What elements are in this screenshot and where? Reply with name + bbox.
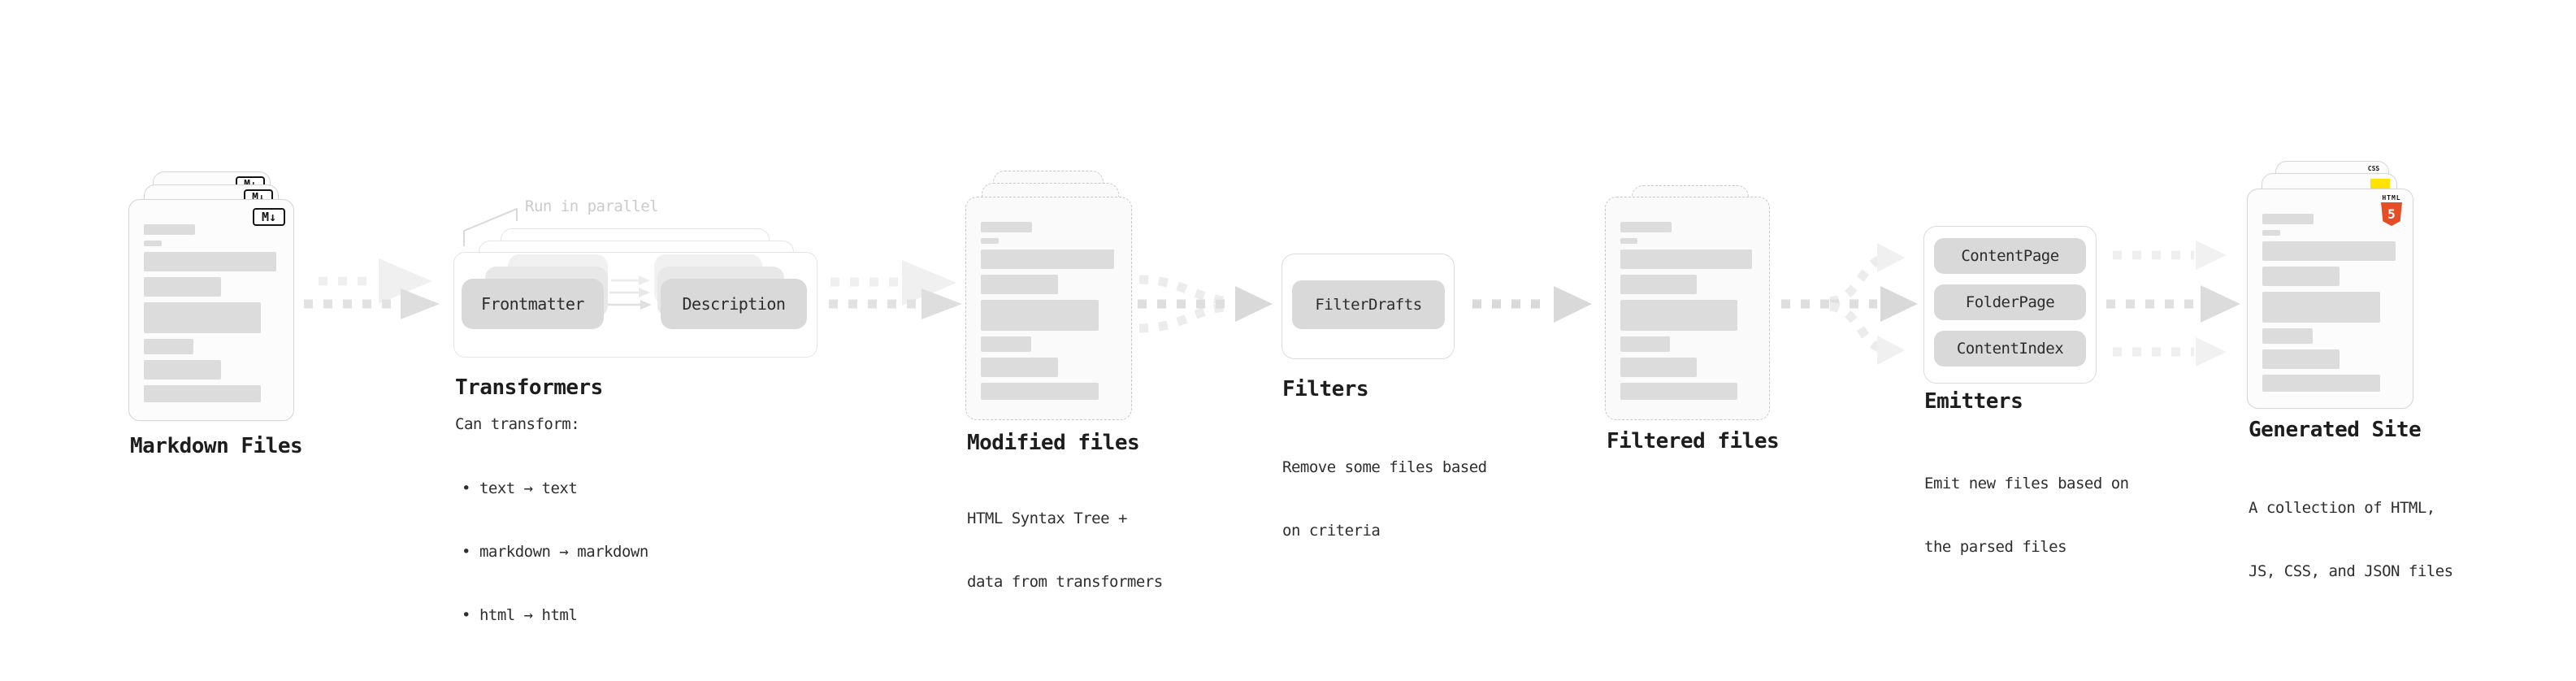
document-placeholder-lines xyxy=(144,224,279,408)
transformers-bullet-list: •text → text •markdown → markdown •html … xyxy=(455,436,648,668)
placeholder-bar xyxy=(981,222,1033,232)
filtered-files-label: Filtered files xyxy=(1607,429,1780,453)
placeholder-bar xyxy=(981,249,1114,269)
document-placeholder-lines xyxy=(2262,214,2398,397)
modified-files-desc: HTML Syntax Tree + data from transformer… xyxy=(967,510,1163,591)
generated-site-desc: A collection of HTML, JS, CSS, and JSON … xyxy=(2249,499,2453,580)
markdown-icon: M↓ xyxy=(253,208,285,226)
placeholder-bar xyxy=(144,385,262,402)
placeholder-bar xyxy=(1620,222,1672,232)
arrow-emitters-to-site xyxy=(2106,241,2240,367)
placeholder-bar xyxy=(2262,230,2280,236)
list-item: •markdown → markdown xyxy=(462,543,648,561)
list-item: •text → text xyxy=(462,479,578,497)
placeholder-bar xyxy=(981,300,1099,331)
contentpage-pill-label: ContentPage xyxy=(1961,247,2059,265)
placeholder-bar xyxy=(144,241,162,246)
placeholder-bar xyxy=(144,252,276,271)
contentindex-pill-label: ContentIndex xyxy=(1956,340,2064,358)
placeholder-bar xyxy=(2262,292,2381,323)
transformers-label: Transformers xyxy=(455,375,603,400)
document-placeholder-lines xyxy=(1620,222,1754,406)
placeholder-bar xyxy=(144,277,221,297)
placeholder-bar xyxy=(144,302,262,333)
placeholder-bar xyxy=(1620,249,1752,269)
filterdrafts-pill: FilterDrafts xyxy=(1292,280,1445,329)
modified-file-card-front xyxy=(965,197,1132,420)
description-pill: Description xyxy=(661,279,807,329)
frontmatter-pill: Frontmatter xyxy=(462,279,604,329)
filters-label: Filters xyxy=(1282,377,1369,401)
emitters-desc: Emit new files based on the parsed files xyxy=(1924,475,2129,556)
folderpage-pill-label: FolderPage xyxy=(1965,293,2055,311)
placeholder-bar xyxy=(981,275,1059,294)
placeholder-bar xyxy=(144,360,221,380)
placeholder-bar xyxy=(1620,300,1737,331)
placeholder-bar xyxy=(981,383,1099,400)
emitters-label: Emitters xyxy=(1924,389,2023,414)
folderpage-pill: FolderPage xyxy=(1934,284,2086,320)
markdown-files-label: Markdown Files xyxy=(130,434,303,458)
transformers-subheading: Can transform: xyxy=(455,415,580,433)
html5-icon: HTML 5 xyxy=(2380,194,2403,226)
placeholder-bar xyxy=(2262,267,2340,286)
arrow-filtered-to-emitters xyxy=(1781,243,1918,365)
placeholder-bar xyxy=(144,224,196,235)
placeholder-bar xyxy=(1620,358,1698,377)
placeholder-bar xyxy=(2262,328,2313,344)
placeholder-bar xyxy=(2262,214,2314,224)
placeholder-bar xyxy=(981,358,1059,377)
frontmatter-pill-label: Frontmatter xyxy=(481,294,584,314)
list-item: •html → html xyxy=(462,606,578,624)
contentpage-pill: ContentPage xyxy=(1934,238,2086,274)
filtered-file-card-front xyxy=(1605,197,1770,420)
placeholder-bar xyxy=(1620,275,1698,294)
js-icon xyxy=(2370,179,2390,189)
placeholder-bar xyxy=(2262,349,2340,369)
filters-desc: Remove some files based on criteria xyxy=(1282,458,1487,540)
document-placeholder-lines xyxy=(981,222,1117,406)
arrow-markdown-to-transformers xyxy=(304,258,440,319)
arrow-filters-to-filtered xyxy=(1472,286,1592,323)
arrow-transformers-to-modified xyxy=(829,260,962,319)
placeholder-bar xyxy=(2262,241,2396,261)
placeholder-bar xyxy=(2262,375,2381,392)
placeholder-bar xyxy=(981,336,1031,352)
run-in-parallel-note: Run in parallel xyxy=(525,197,659,215)
description-pill-label: Description xyxy=(682,294,786,314)
placeholder-bar xyxy=(981,238,999,244)
markdown-file-card-front: M↓ xyxy=(128,199,294,421)
generated-site-label: Generated Site xyxy=(2249,418,2422,442)
placeholder-bar xyxy=(1620,238,1638,244)
modified-files-label: Modified files xyxy=(967,431,1140,455)
placeholder-bar xyxy=(1620,336,1671,352)
filterdrafts-pill-label: FilterDrafts xyxy=(1315,296,1422,314)
arrow-modified-to-filters xyxy=(1138,275,1273,333)
site-file-card-front: HTML 5 xyxy=(2247,189,2413,409)
placeholder-bar xyxy=(144,339,194,354)
contentindex-pill: ContentIndex xyxy=(1934,331,2086,367)
placeholder-bar xyxy=(1620,383,1737,400)
